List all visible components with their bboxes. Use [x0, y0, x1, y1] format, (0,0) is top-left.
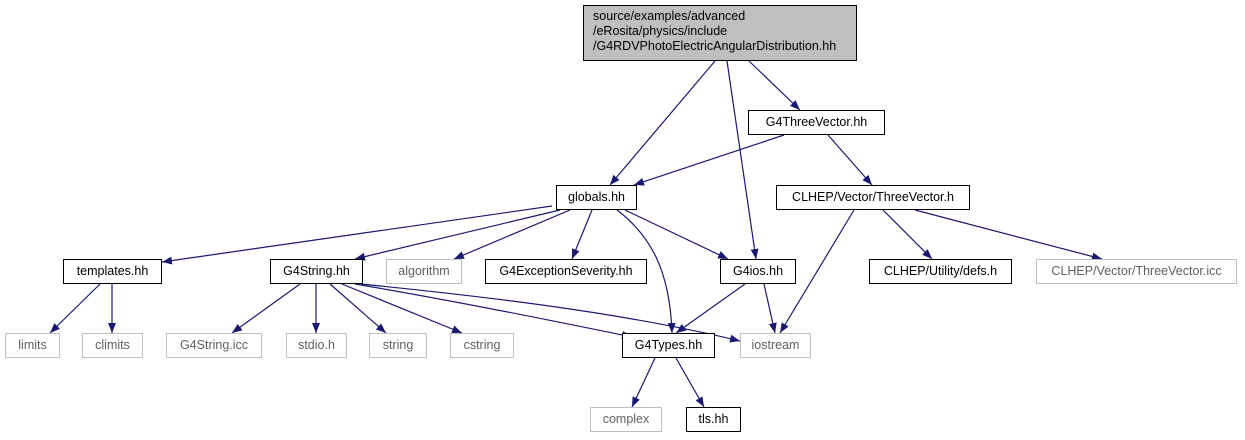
edge-globals-to-g4string — [354, 209, 561, 261]
node-g4exceptionseverity-hh[interactable]: G4ExceptionSeverity.hh — [485, 259, 647, 284]
node-clhep-threevector-h[interactable]: CLHEP/Vector/ThreeVector.h — [776, 185, 970, 210]
edge-g4ios-to-g4types — [675, 283, 746, 334]
dependency-edges — [49, 60, 1103, 408]
edge-g4types-to-tls — [675, 357, 705, 408]
root-path-line-2: /eRosita/physics/include — [593, 24, 728, 38]
edge-globals-to-g4ios — [624, 209, 729, 260]
node-clhep-utility-defs-h[interactable]: CLHEP/Utility/defs.h — [869, 259, 1012, 284]
edge-globals-to-g4types — [616, 209, 676, 334]
node-climits: climits — [82, 333, 143, 358]
node-g4ios-hh[interactable]: G4ios.hh — [720, 259, 796, 284]
node-globals-hh[interactable]: globals.hh — [556, 185, 637, 210]
edge-globals-to-g4exceptionseverity — [571, 209, 593, 260]
node-complex: complex — [590, 407, 662, 432]
edge-g4threevector-to-globals — [633, 134, 785, 186]
edge-root-to-globals — [609, 60, 716, 186]
node-g4string-icc: G4String.icc — [166, 333, 262, 358]
node-g4string-hh[interactable]: G4String.hh — [270, 259, 363, 284]
node-g4types-hh[interactable]: G4Types.hh — [622, 333, 715, 358]
edge-g4string-to-g4string-icc — [231, 283, 301, 334]
node-iostream: iostream — [740, 333, 811, 358]
edge-clhep-threevector-h-to-iostream — [779, 209, 855, 334]
node-algorithm: algorithm — [386, 259, 462, 284]
edge-g4string-to-string — [329, 283, 387, 334]
node-tls-hh[interactable]: tls.hh — [686, 407, 741, 432]
root-path-line-3: /G4RDVPhotoElectricAngularDistribution.h… — [593, 39, 837, 53]
node-limits: limits — [5, 333, 60, 358]
edge-globals-to-templates — [161, 205, 553, 265]
edge-g4ios-to-iostream — [763, 283, 777, 334]
edge-root-to-g4ios — [726, 60, 759, 260]
edge-root-to-g4threevector — [748, 60, 801, 111]
edge-clhep-threevector-h-to-clhep-threevector-icc — [914, 209, 1103, 261]
root-path-line-1: source/examples/advanced — [593, 9, 746, 23]
node-stdio-h: stdio.h — [286, 333, 347, 358]
node-g4threevector-hh[interactable]: G4ThreeVector.hh — [748, 110, 885, 135]
edge-g4string-to-cstring — [341, 283, 463, 334]
edge-g4types-to-complex — [631, 357, 656, 408]
node-clhep-threevector-icc: CLHEP/Vector/ThreeVector.icc — [1036, 259, 1237, 284]
node-string: string — [369, 333, 427, 358]
edge-globals-to-algorithm — [453, 209, 571, 260]
root-file-node: source/examples/advanced /eRosita/physic… — [583, 5, 857, 61]
edge-clhep-threevector-h-to-clhep-defs — [882, 209, 933, 260]
edge-templates-to-limits — [49, 283, 101, 334]
edge-g4string-to-g4types — [354, 283, 633, 339]
edge-g4threevector-to-clhep-threevector-h — [827, 134, 873, 186]
edge-g4string-to-iostream — [360, 283, 741, 343]
node-templates-hh[interactable]: templates.hh — [63, 259, 162, 284]
node-cstring: cstring — [450, 333, 514, 358]
